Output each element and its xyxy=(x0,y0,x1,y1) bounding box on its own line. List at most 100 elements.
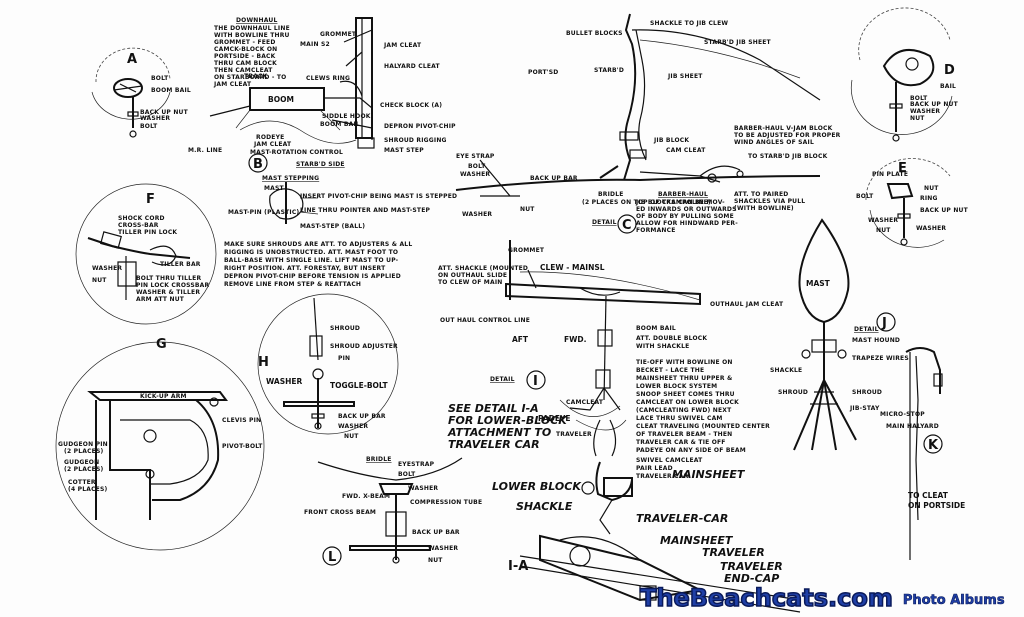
detail-k-label: ON PORTSIDE xyxy=(908,501,965,510)
detail-i-label: TRAVELER CAR xyxy=(636,473,689,480)
detail-i: I DETAIL GROMMET CLEW - MAINSL ATT. SHAC… xyxy=(438,240,784,480)
detail-c-label: OF BODY BY PULLING SOME xyxy=(636,213,734,220)
detail-c-label: WASHER xyxy=(460,171,490,178)
detail-c-label: EYE STRAP xyxy=(456,153,495,160)
detail-b-label: MAIN S2 xyxy=(300,41,330,48)
detail-ia-label: MAINSHEET xyxy=(660,534,734,547)
detail-h-letter: H xyxy=(258,355,269,370)
detail-c-label: ALLOW FOR HINDWARD PER- xyxy=(636,220,738,227)
detail-c-label: NUT xyxy=(520,206,535,213)
detail-b-note: THRU CAM BLOCK xyxy=(214,60,277,67)
detail-i-label: ATT. DOUBLE BLOCK xyxy=(636,335,707,342)
detail-c-label: BRIDLE xyxy=(598,191,624,198)
detail-c-label: BACK UP BAR xyxy=(530,175,578,182)
detail-b-label: CLEWS RING xyxy=(306,75,350,82)
detail-b-label: RODEYE xyxy=(256,134,284,141)
detail-b-label: TRACK xyxy=(244,73,268,80)
detail-c-label: STARB'D JIB SHEET xyxy=(704,39,772,46)
detail-c-letter: C xyxy=(622,218,632,233)
detail-g-label: KICK-UP ARM xyxy=(140,393,187,400)
detail-f-label: SHOCK CORD xyxy=(118,215,165,222)
mast-stepping-label: MAST xyxy=(264,185,285,192)
mast-stepping-label: LINE THRU POINTER AND MAST-STEP xyxy=(300,207,430,214)
detail-g-label: GUDGEON xyxy=(64,459,99,466)
detail-b-label: STARB'D SIDE xyxy=(296,161,345,168)
detail-b-label: GROMMET xyxy=(320,31,357,38)
detail-i-label: TIE-OFF WITH BOWLINE ON xyxy=(636,359,733,366)
detail-i-label: OUT HAUL CONTROL LINE xyxy=(440,317,530,324)
detail-i-label: FWD. xyxy=(564,335,587,344)
detail-i-label: CLEAT TRAVELING (MOUNTED CENTER xyxy=(636,423,770,430)
detail-a-label: WASHER xyxy=(140,115,170,122)
detail-j-label: SHACKLE xyxy=(770,367,802,374)
detail-h: H SHROUD SHROUD ADJUSTER PIN WASHER TOGG… xyxy=(257,293,399,440)
detail-c-label: (2 PLACES ON TOP OF TRAMPOLINE) xyxy=(582,199,711,206)
detail-k-label: TO CLEAT xyxy=(908,491,949,500)
detail-i-label: BECKET - LACE THE xyxy=(636,367,704,374)
detail-c-label: JIB SHEET xyxy=(667,73,703,80)
detail-c-label: ED INWARDS OR OUTWARDS xyxy=(636,206,737,213)
detail-c-label: (WITH BOWLINE) xyxy=(734,205,794,212)
detail-f: F SHOCK CORD CROSS-BAR TILLER PIN LOCK W… xyxy=(75,183,217,325)
detail-i-label: TRAVELER xyxy=(556,431,592,438)
detail-g-label: (2 PLACES) xyxy=(64,448,103,455)
detail-l-label: FRONT CROSS BEAM xyxy=(304,509,376,516)
detail-a-label: BACK UP NUT xyxy=(140,109,189,116)
detail-i-label: SWIVEL CAMCLEAT xyxy=(636,457,703,464)
detail-c-label: CAM CLEAT xyxy=(666,147,706,154)
detail-i-label: ON OUTHAUL SLIDE xyxy=(438,272,507,279)
mast-stepping-label: MAST-STEP (BALL) xyxy=(300,223,365,230)
detail-j-label: SHROUD xyxy=(778,389,808,396)
mast-stepping-title: MAST STEPPING xyxy=(262,175,319,182)
detail-b-note: THEN CAMCLEAT xyxy=(214,67,273,74)
mast-stepping: MAST STEPPING MAST INSERT PIVOT-CHIP BEI… xyxy=(228,175,457,230)
detail-l-label: BOLT xyxy=(398,471,416,478)
detail-f-label: BOLT THRU TILLER xyxy=(136,275,201,282)
detail-i-label: TO CLEW OF MAIN xyxy=(438,279,502,286)
detail-b-label: SHROUD RIGGING xyxy=(384,137,447,144)
detail-b-label: HALYARD CLEAT xyxy=(384,63,441,70)
detail-c-label: BULLET BLOCKS xyxy=(566,30,623,37)
detail-j-label: TRAPEZE WIRES xyxy=(852,355,909,362)
detail-c-label: PORT'SD xyxy=(528,69,558,76)
detail-l: L BRIDLE EYESTRAP BOLT WASHER FWD. X-BEA… xyxy=(304,456,482,566)
detail-c-label: BOLT xyxy=(468,163,486,170)
detail-i-label: BOOM BAIL xyxy=(636,325,676,332)
detail-k-letter: K xyxy=(928,438,939,453)
detail-b-note: WITH BOWLINE THRU xyxy=(214,32,290,39)
detail-b-label: SIDDLE HOOK xyxy=(322,113,371,120)
detail-g-label: GUDGEON PIN xyxy=(58,441,108,448)
detail-c-label: TO STARB'D JIB BLOCK xyxy=(748,153,828,160)
detail-b-letter: B xyxy=(253,157,263,172)
detail-ia-label: SHACKLE xyxy=(516,500,573,513)
detail-h-label: BACK UP BAR xyxy=(338,413,386,420)
detail-i-label: CLEW - MAINSL xyxy=(540,263,605,272)
detail-b-label: M.R. LINE xyxy=(188,147,222,154)
detail-k-label: MAIN HALYARD xyxy=(886,423,939,430)
detail-i-label: OF TRAVELER BEAM - THEN xyxy=(636,431,732,438)
detail-ia-label: TRAVELER-CAR xyxy=(636,512,728,525)
detail-e: E PIN PLATE NUT RING BOLT BACK UP NUT WA… xyxy=(856,158,968,248)
detail-i-label: SNOOP SHEET COMES THRU xyxy=(636,391,735,398)
watermark: TheBeachcats.com Photo Albums xyxy=(639,583,1005,613)
detail-l-label: BRIDLE xyxy=(366,456,392,463)
detail-i-label: ATT. SHACKLE (MOUNTED xyxy=(438,265,528,272)
detail-j-label: MAST xyxy=(806,279,831,288)
detail-l-label: WASHER xyxy=(428,545,458,552)
detail-l-label: BACK UP BAR xyxy=(412,529,460,536)
detail-ia-label: END-CAP xyxy=(724,572,779,585)
detail-c-label: STARB'D xyxy=(594,67,624,74)
detail-e-letter: E xyxy=(898,161,907,176)
detail-f-label: TILLER PIN LOCK xyxy=(118,229,177,236)
detail-b-label: CHECK BLOCK (A) xyxy=(380,102,442,109)
detail-i-label: PADEYE xyxy=(538,414,571,423)
detail-c-label: SHACKLE TO JIB CLEW xyxy=(650,20,728,27)
detail-g-label: (2 PLACES) xyxy=(64,466,103,473)
detail-f-letter: F xyxy=(146,192,155,207)
detail-k-label: MICRO-STOP xyxy=(880,411,925,418)
detail-i-label: LOWER BLOCK SYSTEM xyxy=(636,383,717,390)
see-detail-note: FOR LOWER-BLOCK xyxy=(448,414,568,427)
detail-f-label: WASHER xyxy=(92,265,122,272)
detail-e-label: WASHER xyxy=(868,217,898,224)
detail-f-label: NUT xyxy=(92,277,107,284)
